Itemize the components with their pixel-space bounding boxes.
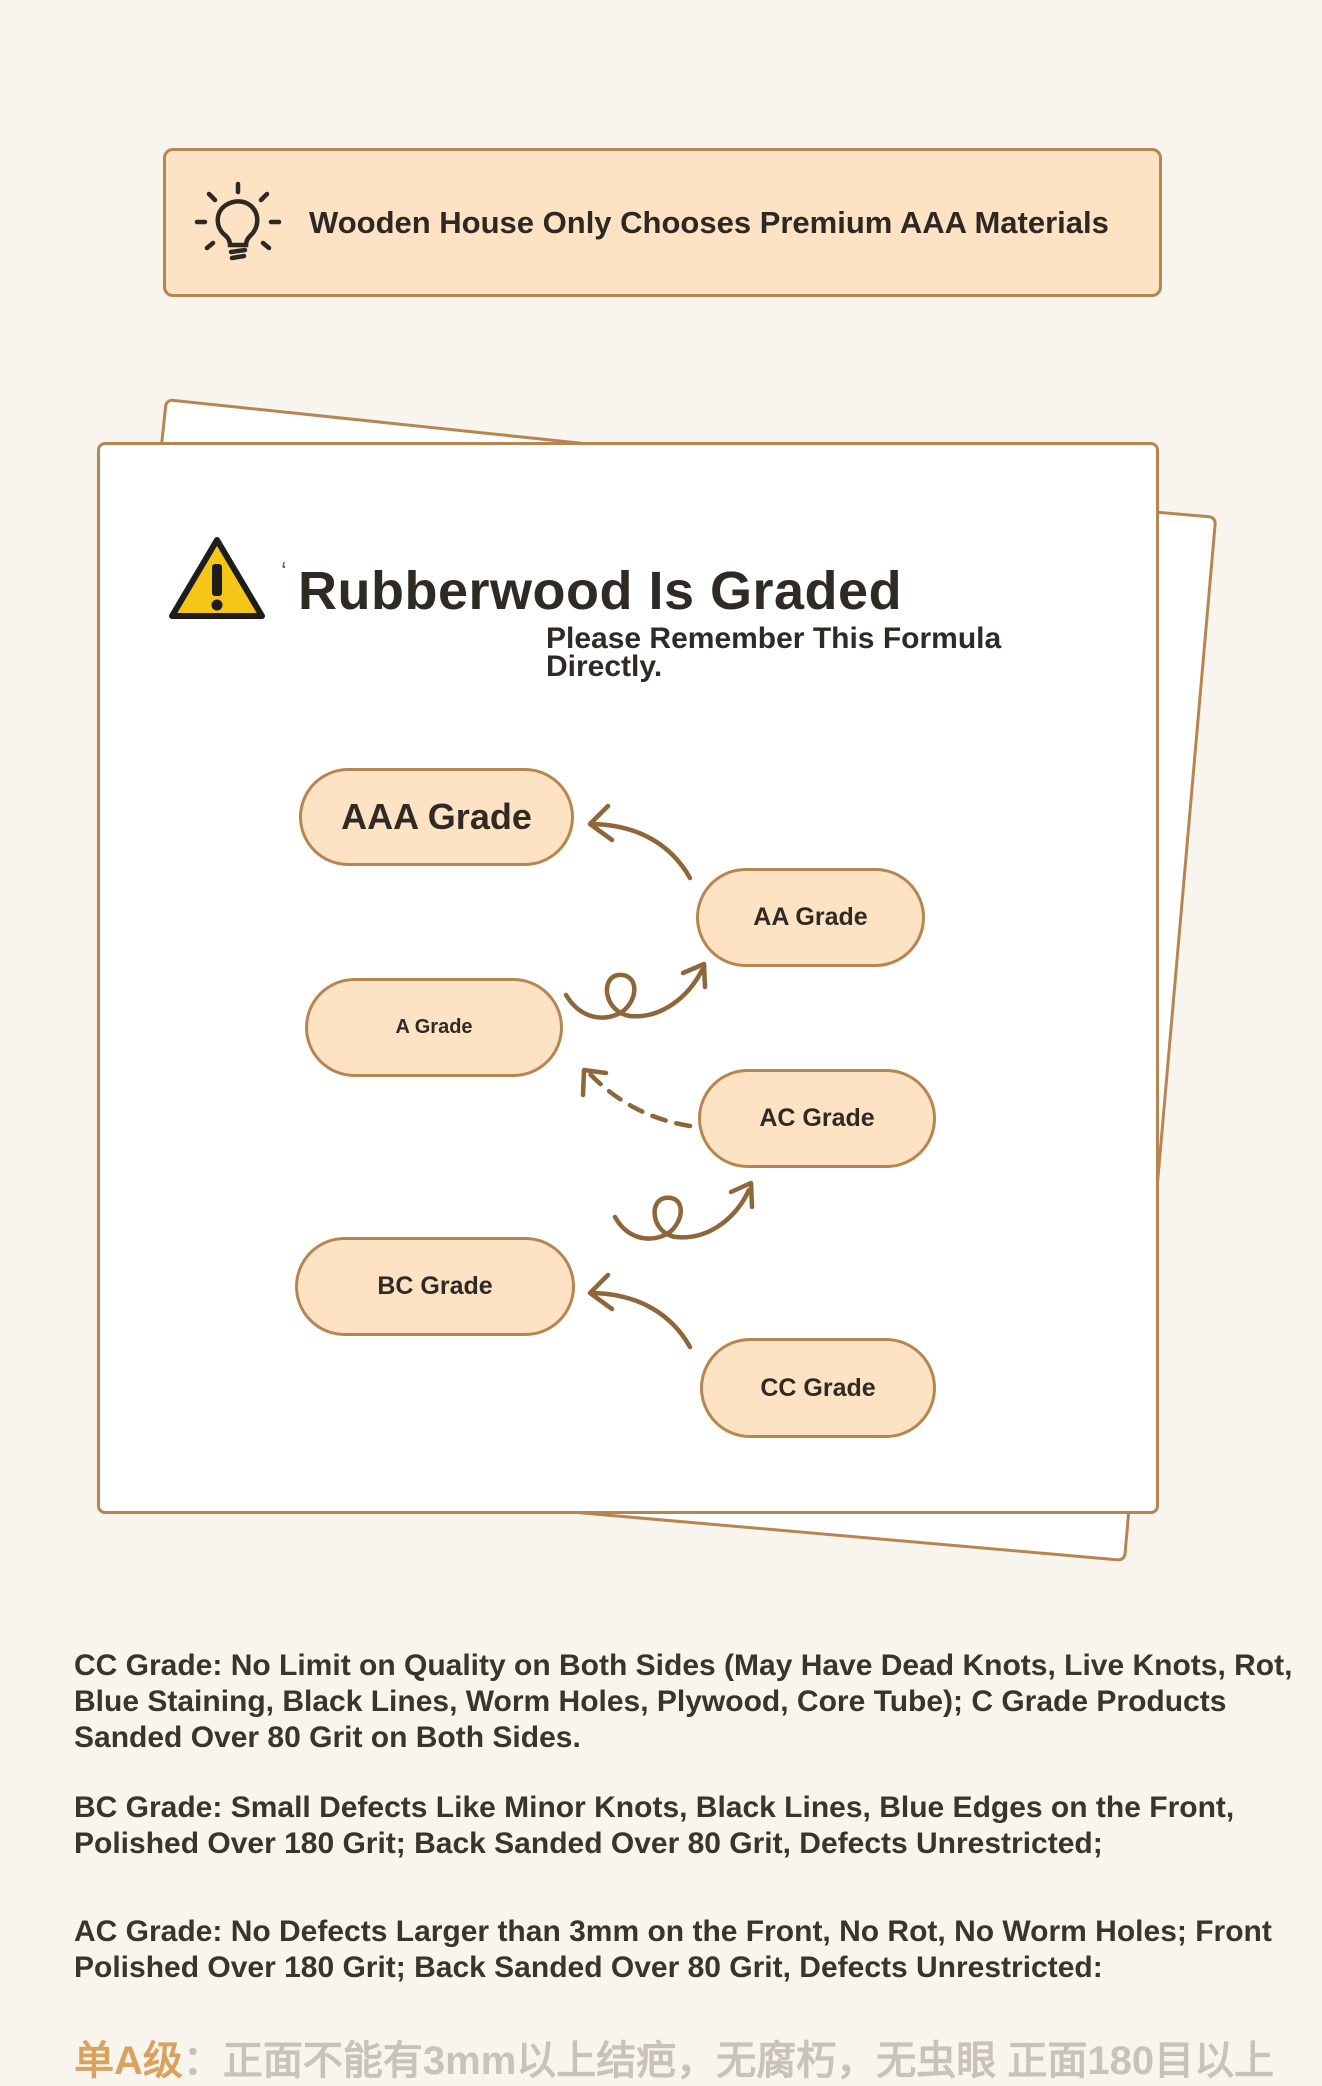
note-aa-label: 单A级 [74, 2039, 183, 2083]
title-tick-mark: ‘ [281, 556, 287, 586]
grade-aa: AA Grade [696, 868, 925, 967]
note-ac: AC Grade: No Defects Larger than 3mm on … [74, 1915, 1272, 1984]
note-cc: CC Grade: No Limit on Quality on Both Si… [74, 1649, 1293, 1754]
grade-a: A Grade [305, 978, 563, 1077]
grade-bc: BC Grade [295, 1237, 575, 1336]
grade-cc: CC Grade [700, 1338, 936, 1438]
note-aa-text: ：正面不能有3mm以上结疤，无腐朽，无虫眼 正面180目以上 [182, 2039, 1275, 2083]
card-title: Rubberwood Is Graded [298, 561, 903, 621]
grade-ac: AC Grade [698, 1069, 936, 1168]
grade-aaa: AAA Grade [299, 768, 574, 866]
card-subtitle: Please Remember This Formula Directly. [546, 622, 1002, 683]
banner-text: Wooden House Only Chooses Premium AAA Ma… [309, 205, 1109, 240]
lightbulb-icon [194, 181, 282, 261]
grade-notes: CC Grade: No Limit on Quality on Both Si… [74, 1648, 1304, 1986]
header-banner: Wooden House Only Chooses Premium AAA Ma… [163, 148, 1162, 297]
warning-icon [169, 537, 265, 619]
note-bc: BC Grade: Small Defects Like Minor Knots… [74, 1791, 1235, 1860]
note-aa-partial: 单A级：正面不能有3mm以上结疤，无腐朽，无虫眼 正面180目以上 [74, 2028, 1274, 2086]
